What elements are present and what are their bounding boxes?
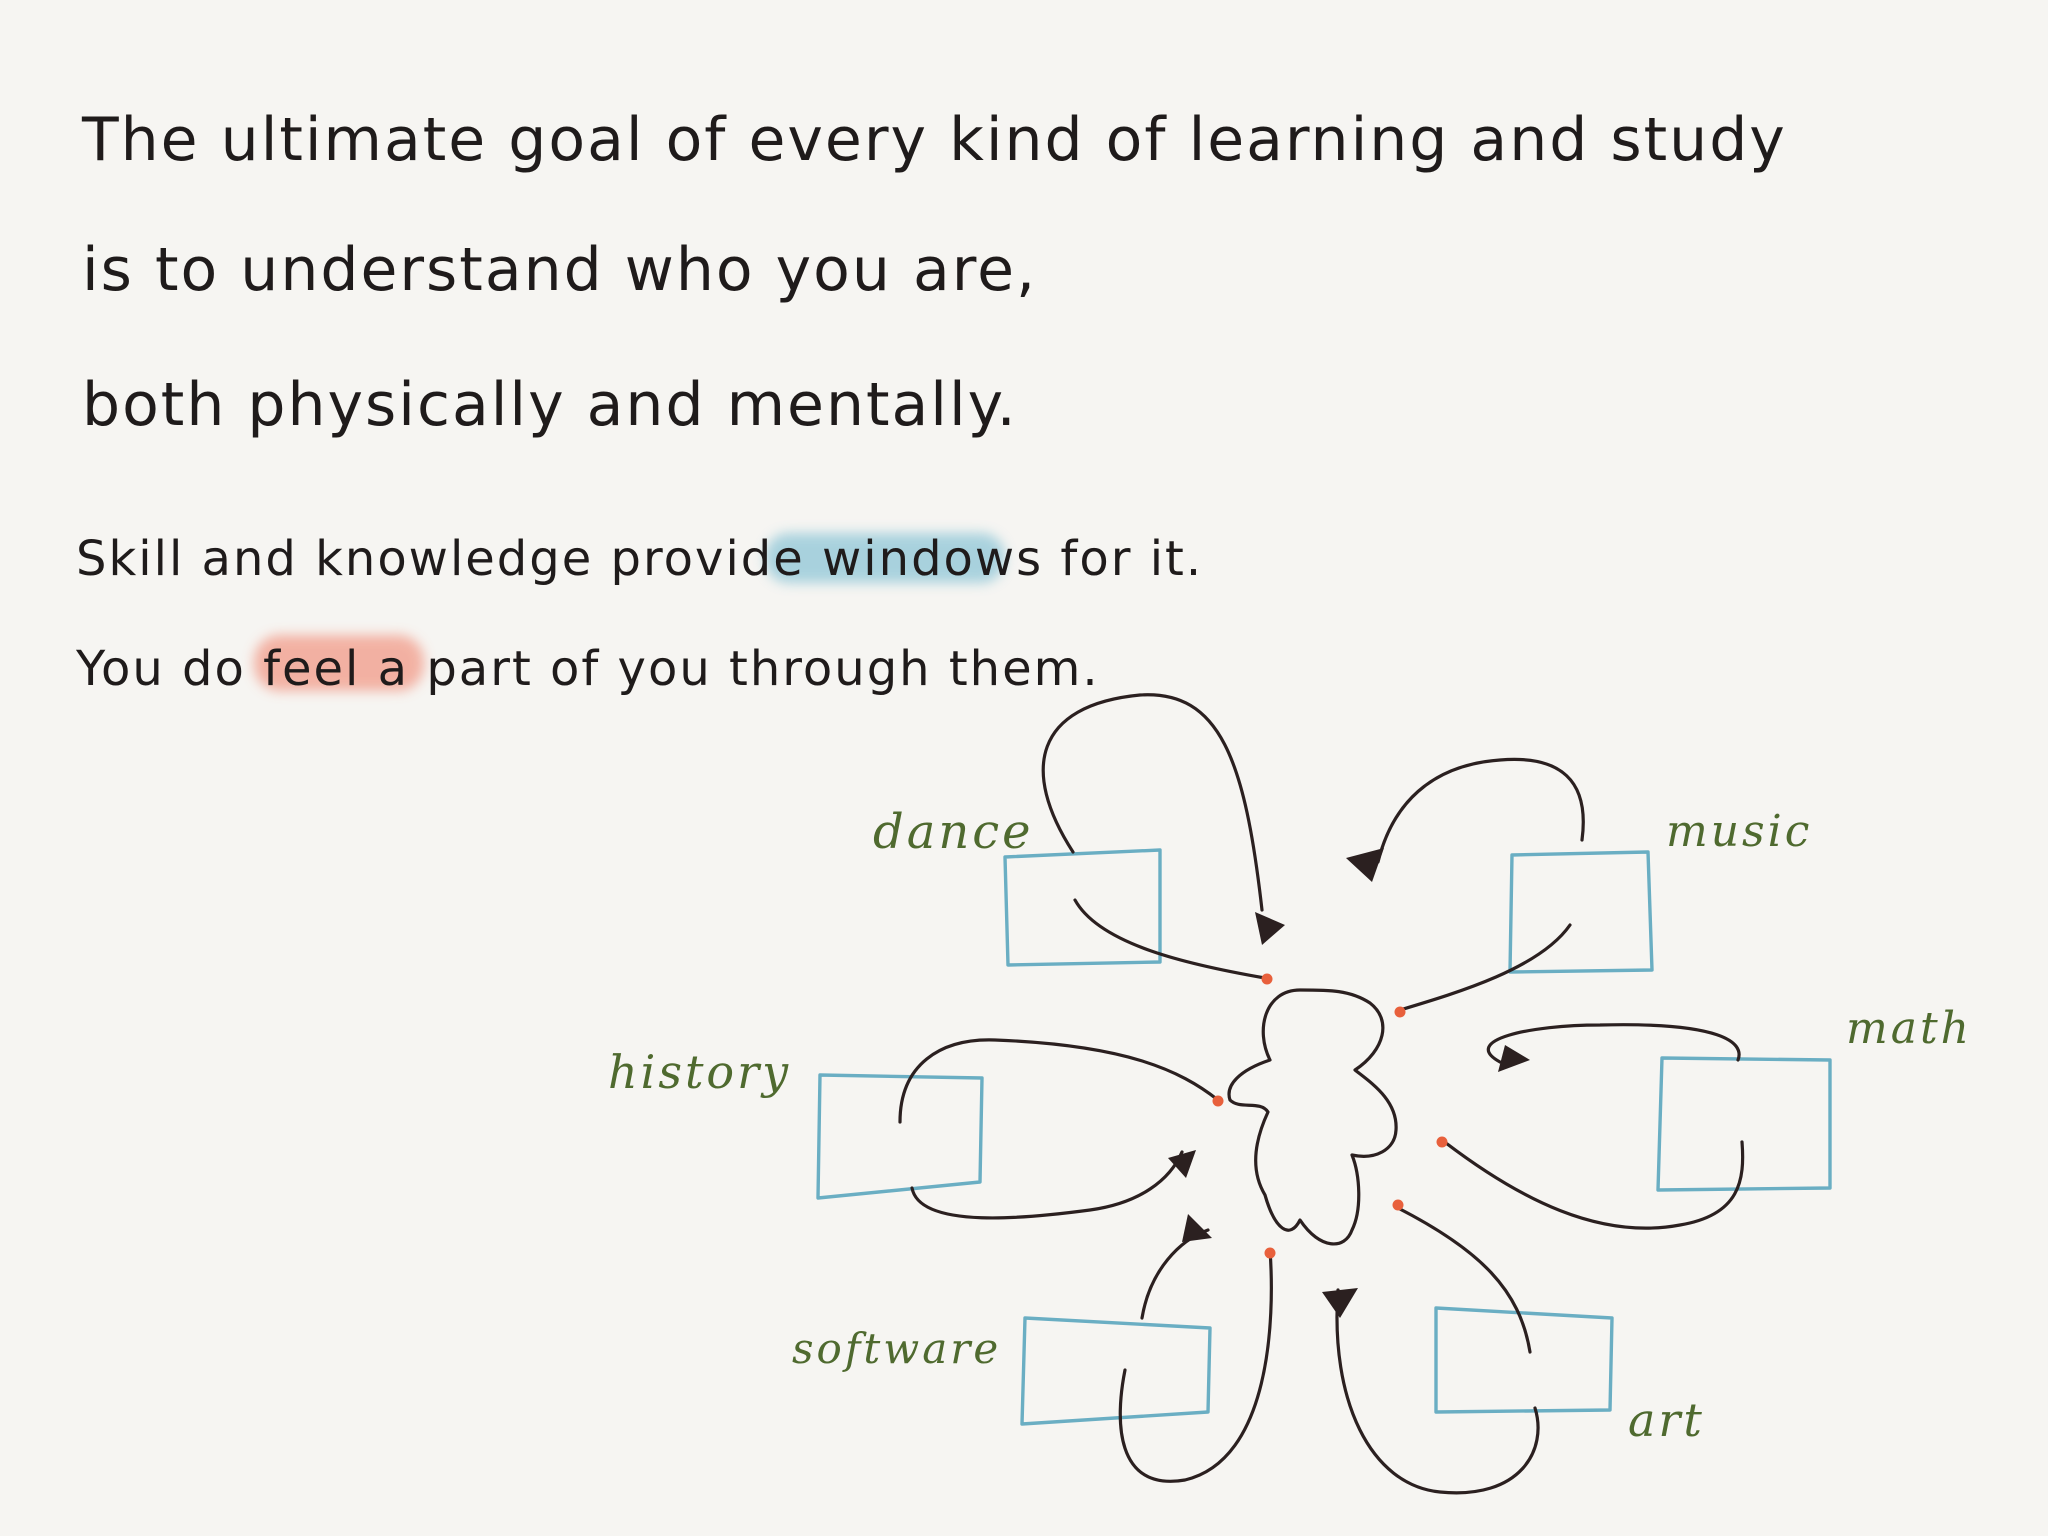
dance-link (1073, 898, 1267, 980)
text-line-5-end: a part of you through them. (360, 641, 1099, 697)
label-dance: dance (873, 804, 1034, 860)
history-window (816, 1073, 984, 1200)
arrowhead-history (1168, 1150, 1196, 1178)
music-dot (1394, 1006, 1406, 1018)
text-line-5-start: You do (75, 641, 263, 697)
text-line-5: You do feel a part of you through them. (75, 641, 1100, 697)
software-dot (1264, 1247, 1276, 1259)
arrowhead-music (1346, 848, 1384, 882)
math-link (1440, 1138, 1745, 1230)
arrowhead-dance (1255, 912, 1285, 945)
software-link (1140, 1228, 1210, 1320)
label-art: art (1628, 1393, 1705, 1447)
windows-word: windows (822, 531, 1043, 587)
art-window (1434, 1306, 1614, 1414)
music-loop (1376, 757, 1585, 864)
label-history: history (608, 1045, 791, 1099)
dance-loop (1041, 693, 1264, 912)
text-line-1: The ultimate goal of every kind of learn… (81, 105, 1787, 175)
label-software: software (792, 1324, 1001, 1373)
label-math: math (1846, 1003, 1972, 1054)
person-figure (1227, 988, 1398, 1246)
text-line-2: is to understand who you are, (82, 235, 1037, 305)
dance-dot (1261, 973, 1273, 985)
dance-window (1003, 848, 1162, 967)
text-line-4-end: for it. (1043, 531, 1203, 587)
math-loop (1486, 1023, 1741, 1064)
arrowhead-math (1498, 1045, 1530, 1072)
windows-highlight (765, 533, 1005, 583)
music-link (1398, 923, 1572, 1012)
arrowhead-software (1182, 1214, 1212, 1242)
label-music: music (1666, 806, 1812, 857)
software-loop (1118, 1248, 1273, 1483)
text-line-4-start: Skill and knowledge provide (76, 531, 822, 587)
text-line-4: Skill and knowledge provide windows for … (76, 531, 1203, 587)
history-loop (898, 1038, 1220, 1124)
art-loop (1335, 1288, 1540, 1495)
software-window (1020, 1316, 1212, 1426)
history-dot (1212, 1095, 1224, 1107)
art-link (1396, 1206, 1532, 1354)
history-link (910, 1150, 1184, 1220)
feel-highlight (254, 635, 424, 691)
art-dot (1392, 1199, 1404, 1211)
math-dot (1436, 1136, 1448, 1148)
feel-word: feel (263, 641, 360, 697)
music-window (1508, 850, 1654, 974)
text-line-3: both physically and mentally. (82, 370, 1018, 440)
math-window (1656, 1056, 1832, 1192)
arrowhead-art (1322, 1288, 1358, 1318)
